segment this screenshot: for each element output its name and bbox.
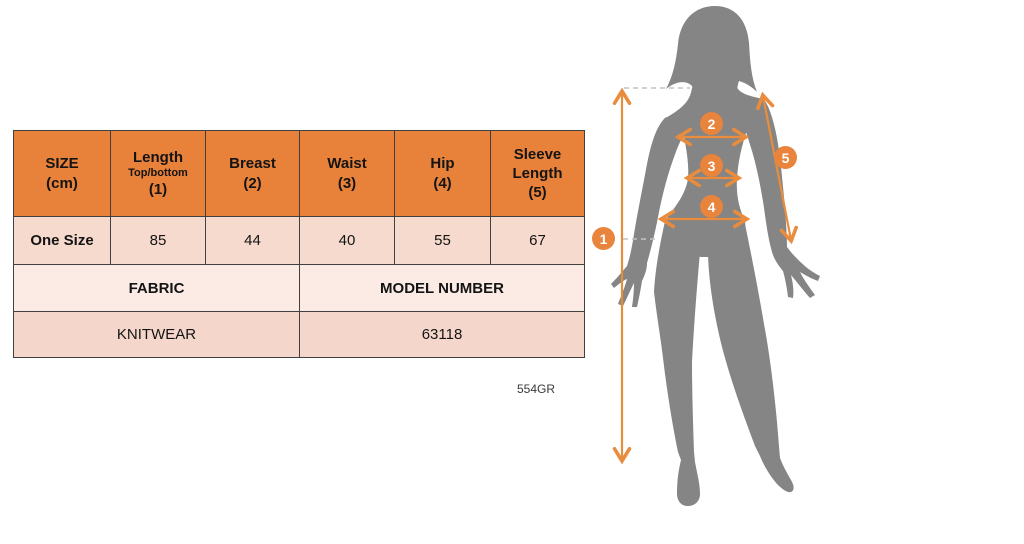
header-size-label: SIZE (cm) xyxy=(45,155,79,192)
measurement-arrows xyxy=(612,87,798,465)
info-header-row: FABRIC MODEL NUMBER xyxy=(13,264,585,312)
size-label-cell: One Size xyxy=(13,216,111,265)
sleeve-value-cell: 67 xyxy=(490,216,585,265)
measure-badge-breast: 2 xyxy=(700,112,723,135)
header-hip-label: Hip xyxy=(430,155,455,173)
female-figure-silhouette xyxy=(611,6,820,506)
length-value-cell: 85 xyxy=(110,216,206,265)
header-sleeve-num: (5) xyxy=(528,184,547,202)
product-code-label: 554GR xyxy=(516,382,556,396)
size-chart-table: SIZE (cm) Length Top/bottom (1) Breast (… xyxy=(13,130,585,358)
header-cell-sleeve-length: Sleeve Length (5) xyxy=(490,130,585,217)
header-length-num: (1) xyxy=(148,180,168,198)
measure-badge-hip: 4 xyxy=(700,195,723,218)
breast-value-cell: 44 xyxy=(205,216,300,265)
model-number-value-cell: 63118 xyxy=(299,311,585,358)
header-cell-size: SIZE (cm) xyxy=(13,130,111,217)
waist-value-cell: 40 xyxy=(299,216,395,265)
header-hip-num: (4) xyxy=(433,174,452,192)
header-length-sub: Top/bottom xyxy=(128,167,188,180)
measure-badge-sleeve: 5 xyxy=(774,146,797,169)
header-waist-num: (3) xyxy=(337,174,357,192)
model-number-header-cell: MODEL NUMBER xyxy=(299,264,585,312)
sleeve-measure-arrow xyxy=(756,91,798,245)
fabric-header-cell: FABRIC xyxy=(13,264,300,312)
measure-badge-waist: 3 xyxy=(700,154,723,177)
header-cell-breast: Breast (2) xyxy=(205,130,300,217)
header-breast-num: (2) xyxy=(243,174,262,192)
one-size-row: One Size 85 44 40 55 67 xyxy=(13,216,585,265)
header-cell-length: Length Top/bottom (1) xyxy=(110,130,206,217)
fabric-value-cell: KNITWEAR xyxy=(13,311,300,358)
measure-badge-length: 1 xyxy=(592,227,615,250)
header-sleeve-label: Sleeve Length xyxy=(512,145,563,182)
header-cell-hip: Hip (4) xyxy=(394,130,491,217)
measurement-diagram xyxy=(611,6,820,506)
header-breast-label: Breast xyxy=(229,155,276,173)
table-header-row: SIZE (cm) Length Top/bottom (1) Breast (… xyxy=(13,130,585,217)
hip-value-cell: 55 xyxy=(394,216,491,265)
header-cell-waist: Waist (3) xyxy=(299,130,395,217)
header-length-label: Length xyxy=(133,148,183,166)
info-value-row: KNITWEAR 63118 xyxy=(13,311,585,358)
header-waist-label: Waist xyxy=(327,155,367,173)
